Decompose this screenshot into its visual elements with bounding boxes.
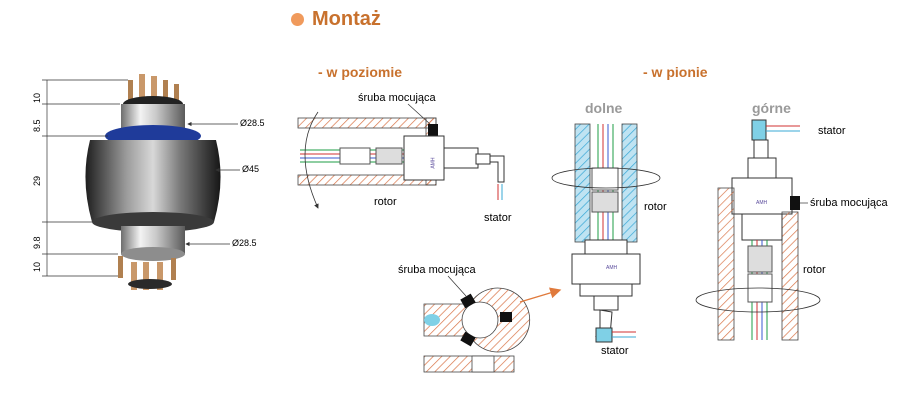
top-pin-3 xyxy=(151,76,157,102)
horizontal-screw xyxy=(428,124,438,140)
top-pin-4 xyxy=(163,80,168,102)
vertical-bottom-mount xyxy=(551,123,661,343)
bullet-icon xyxy=(291,13,304,26)
bottom-pin-4 xyxy=(157,262,163,290)
top-screw xyxy=(790,196,800,210)
top-pin-2 xyxy=(139,74,145,100)
top-pin-1 xyxy=(128,80,133,102)
dim-h4: 9.8 xyxy=(32,236,42,249)
stator-connector-top xyxy=(751,119,767,141)
page-title: Montaż xyxy=(312,8,381,30)
bottom-mount-heading: dolne xyxy=(585,100,623,116)
rotation-arrow-top xyxy=(695,287,821,313)
section-header: Montaż xyxy=(291,8,381,31)
label-stator-top: stator xyxy=(818,125,846,137)
label-stator-h: stator xyxy=(484,212,512,224)
label-stator-bottom: stator xyxy=(601,345,629,357)
label-rotor-h: rotor xyxy=(374,196,397,208)
detail-arrow xyxy=(519,287,562,303)
set-screw-hole xyxy=(424,314,440,326)
mount-ring-detail xyxy=(423,275,562,373)
main-body xyxy=(85,140,221,222)
brand-mark-bottom: AMH xyxy=(606,265,618,271)
bottom-pin-5 xyxy=(171,258,176,280)
clamp-screw-2 xyxy=(500,312,512,322)
dim-h1: 10 xyxy=(32,92,42,103)
shaft-left-wall xyxy=(574,123,591,243)
bottom-pin-1 xyxy=(118,256,123,278)
slipring-body-bottom xyxy=(571,253,641,285)
housing-top-wall xyxy=(297,117,437,129)
rotation-arrow-h xyxy=(304,111,319,209)
slipring-body-h xyxy=(403,135,445,181)
inner-terminal xyxy=(339,147,371,165)
dim-diameter-top: Ø28.5 xyxy=(240,118,265,128)
vertical-top-mount xyxy=(695,119,821,341)
stator-cable-h xyxy=(489,155,505,183)
dim-diameter-bottom: Ø28.5 xyxy=(232,238,257,248)
housing-left-wall-top xyxy=(717,187,735,341)
top-pin-5 xyxy=(174,84,179,104)
bottom-pin-3 xyxy=(143,262,149,290)
clamp-side-view xyxy=(423,355,515,373)
bottom-cap xyxy=(128,279,172,289)
horizontal-mount xyxy=(297,103,505,209)
dim-h2: 8.5 xyxy=(32,119,42,132)
rotation-arrow-bottom xyxy=(551,167,661,189)
label-screw-h: śruba mocująca xyxy=(358,92,436,104)
dim-h5: 10 xyxy=(32,261,42,272)
inner-pins xyxy=(375,147,403,165)
lower-neck-edge xyxy=(121,247,185,261)
slipring-body-top xyxy=(731,177,793,215)
label-rotor-top: rotor xyxy=(803,264,826,276)
product-render xyxy=(85,74,221,290)
slipring-shaft-h xyxy=(443,147,479,169)
dim-diameter-mid: Ø45 xyxy=(242,164,260,174)
horizontal-heading: - w poziomie xyxy=(318,64,402,80)
brand-mark-h: AMH xyxy=(430,157,437,169)
dim-h3: 29 xyxy=(32,175,42,186)
clamp-screw-1 xyxy=(460,293,476,309)
shaft-right-wall xyxy=(621,123,638,243)
brand-mark-top: AMH xyxy=(756,200,768,206)
bottom-pin-2 xyxy=(131,262,137,290)
vertical-heading: - w pionie xyxy=(643,64,708,80)
stator-connector-bottom xyxy=(595,327,613,343)
dimension-lines xyxy=(42,79,240,277)
housing-right-wall-top xyxy=(781,211,799,341)
clamp-screw-3 xyxy=(460,331,476,347)
label-rotor-bottom: rotor xyxy=(644,201,667,213)
top-mount-heading: górne xyxy=(752,100,791,116)
label-screw-top: śruba mocująca xyxy=(810,197,888,209)
label-screw-detail: śruba mocująca xyxy=(398,264,476,276)
